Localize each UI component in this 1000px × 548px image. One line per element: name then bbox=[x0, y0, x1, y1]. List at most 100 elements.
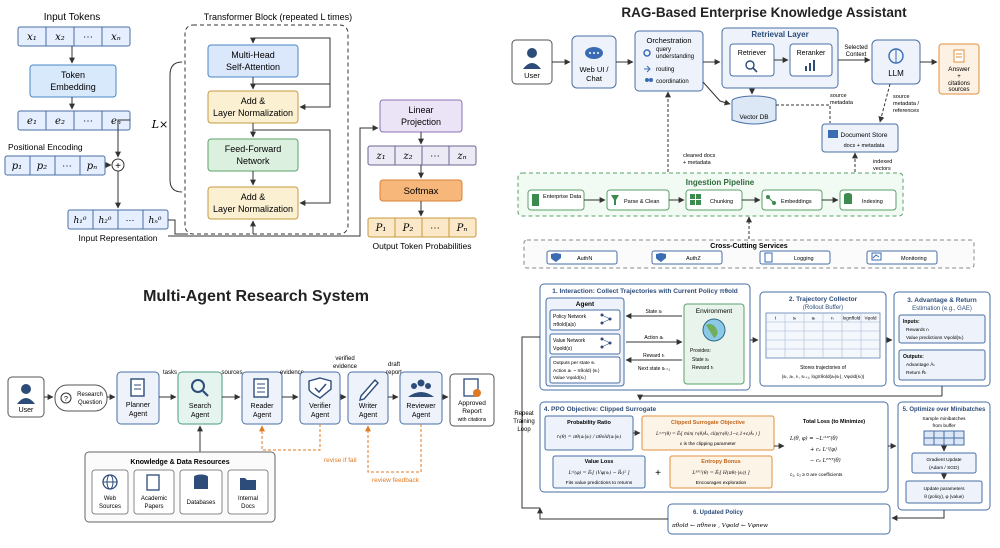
step3-title: Estimation (e.g., GAE) bbox=[912, 306, 972, 312]
vector-db-label: Vector DB bbox=[739, 114, 768, 121]
resource-label: Docs bbox=[241, 504, 255, 510]
logit: ⋯ bbox=[430, 151, 440, 162]
embedding-row: e₁ e₂ ⋯ eₙ bbox=[17, 110, 131, 131]
step5-title: 5. Optimize over Minibatches bbox=[903, 407, 986, 413]
clip-note: ε is the clipping parameter bbox=[680, 441, 736, 447]
policy-net-label: Policy Network bbox=[553, 314, 587, 320]
source-metadata-label: metadata / bbox=[893, 101, 919, 107]
folder-icon bbox=[240, 478, 256, 490]
sample-label: from buffer bbox=[932, 423, 956, 429]
reader-label: Reader bbox=[251, 403, 275, 410]
cleaned-docs-label: + metadata bbox=[683, 160, 712, 166]
total-line: L(θ, φ) = −Lᶜᴸᴵᴾ(θ) bbox=[789, 435, 838, 442]
bar-chart-icon bbox=[805, 60, 815, 71]
monitor-icon bbox=[871, 252, 882, 261]
resource-label: Web bbox=[104, 496, 117, 502]
token: ⋯ bbox=[83, 32, 93, 43]
route-icon bbox=[644, 65, 651, 73]
magnifier-icon bbox=[745, 60, 758, 73]
environment-box bbox=[683, 303, 745, 385]
outputs-item: Advantage Âₜ bbox=[906, 361, 935, 368]
step6-title: 6. Updated Policy bbox=[693, 510, 744, 516]
block-title: Transformer Block (repeated L times) bbox=[204, 12, 352, 22]
orchestration-box bbox=[634, 30, 704, 92]
logit: z₂ bbox=[402, 151, 412, 162]
filter-icon bbox=[611, 195, 619, 205]
addnorm-label: Layer Normalization bbox=[213, 108, 293, 118]
papers-icon bbox=[146, 474, 160, 491]
token-row: x₁ x₂ ⋯ xₙ bbox=[17, 26, 131, 47]
database-icon bbox=[844, 193, 852, 204]
webui-label: Web UI / bbox=[579, 65, 609, 74]
hidden-state: h₁⁰ bbox=[73, 216, 86, 226]
position: pₙ bbox=[87, 161, 97, 172]
action-edge: Action aₜ bbox=[644, 335, 664, 341]
token-embedding-box bbox=[29, 64, 117, 98]
question-label: Research bbox=[77, 392, 103, 398]
planner-label: Agent bbox=[129, 411, 147, 418]
output-item: Action aₜ ~ πθold(·|sₜ) bbox=[553, 368, 600, 374]
buffer-note: Stores trajectories of bbox=[800, 365, 846, 371]
resources-title: Knowledge & Data Resources bbox=[130, 459, 229, 466]
loop-label: Repeat bbox=[514, 411, 534, 417]
hidden-row: h₁⁰ h₂⁰ ⋯ hₙ⁰ bbox=[67, 209, 169, 230]
ingestion-step: Indexing bbox=[862, 199, 883, 205]
entropy-label: Entropy Bonus bbox=[701, 459, 740, 465]
positional-encoding-label: Positional Encoding bbox=[8, 142, 83, 152]
answer-label: Answer bbox=[948, 66, 971, 73]
position: ⋯ bbox=[62, 161, 72, 172]
report-badge-icon bbox=[463, 378, 481, 397]
orch-item: query bbox=[656, 47, 671, 53]
globe-icon bbox=[102, 474, 118, 490]
buffer-col-header: aₜ bbox=[812, 316, 817, 321]
review-feedback-label: review feedback bbox=[372, 477, 420, 484]
planner-box bbox=[116, 371, 160, 425]
docstore-sub: docs + metadata bbox=[844, 143, 886, 149]
ffn-label: Network bbox=[236, 156, 270, 166]
user-label: User bbox=[524, 71, 540, 80]
neural-net-icon bbox=[600, 313, 612, 325]
outputs-label: Outputs per state sₜ bbox=[553, 360, 596, 366]
team-icon bbox=[408, 379, 434, 397]
gear-icon bbox=[643, 49, 651, 57]
addnorm-label: Layer Normalization bbox=[213, 204, 293, 214]
log-icon bbox=[764, 252, 773, 263]
total-loss-title: Total Loss (to Minimize) bbox=[803, 419, 865, 425]
position-row: p₁ p₂ ⋯ pₙ bbox=[4, 155, 106, 176]
docstore-box bbox=[821, 123, 899, 153]
entropy-note: Encourages exploration bbox=[696, 480, 747, 486]
edge-label: verified bbox=[335, 356, 354, 362]
resource-label: Sources bbox=[99, 504, 121, 510]
coef-note: c₁, c₂ ≥ 0 are coefficients bbox=[790, 472, 843, 478]
environment-label: Environment bbox=[696, 308, 733, 315]
pen-icon bbox=[359, 378, 379, 401]
webui-label: Chat bbox=[586, 74, 603, 83]
embedding: eₙ bbox=[111, 116, 121, 127]
document-icon bbox=[253, 378, 269, 398]
reviewer-label: Agent bbox=[412, 412, 430, 419]
minibatch-grid-icon bbox=[923, 430, 965, 446]
cross-cutting-label: Cross-Cutting Services bbox=[710, 243, 788, 250]
value-net-label: Vφold(s) bbox=[553, 346, 572, 352]
orchestration-label: Orchestration bbox=[646, 36, 691, 45]
sample-label: Sample minibatches bbox=[922, 416, 966, 422]
outputs-label: Outputs: bbox=[903, 354, 924, 360]
inputs-item: Value predictions Vφold(sₜ) bbox=[906, 335, 964, 341]
transformer-block-frame bbox=[184, 24, 349, 235]
value-loss-label: Value Loss bbox=[585, 459, 614, 465]
writer-label: Agent bbox=[359, 412, 377, 419]
brain-icon bbox=[888, 48, 904, 64]
answer-label: sources bbox=[948, 87, 969, 93]
service-label: Logging bbox=[794, 256, 814, 262]
building-icon bbox=[532, 194, 539, 206]
document-icon bbox=[953, 49, 965, 63]
policy-net-label: πθold(a|s) bbox=[553, 322, 576, 328]
step1-title: 1. Interaction: Collect Trajectories wit… bbox=[552, 288, 738, 295]
globe-icon bbox=[702, 318, 726, 342]
position: p₂ bbox=[37, 161, 47, 172]
ingestion-label: Ingestion Pipeline bbox=[686, 178, 755, 187]
attention-label: Multi-Head bbox=[231, 50, 275, 60]
next-state-edge: Next state sₜ₊₁ bbox=[638, 366, 671, 372]
planner-label: Planner bbox=[126, 402, 151, 409]
step6-equation: πθold ← πθnew , Vφold ← Vφnew bbox=[671, 523, 768, 529]
